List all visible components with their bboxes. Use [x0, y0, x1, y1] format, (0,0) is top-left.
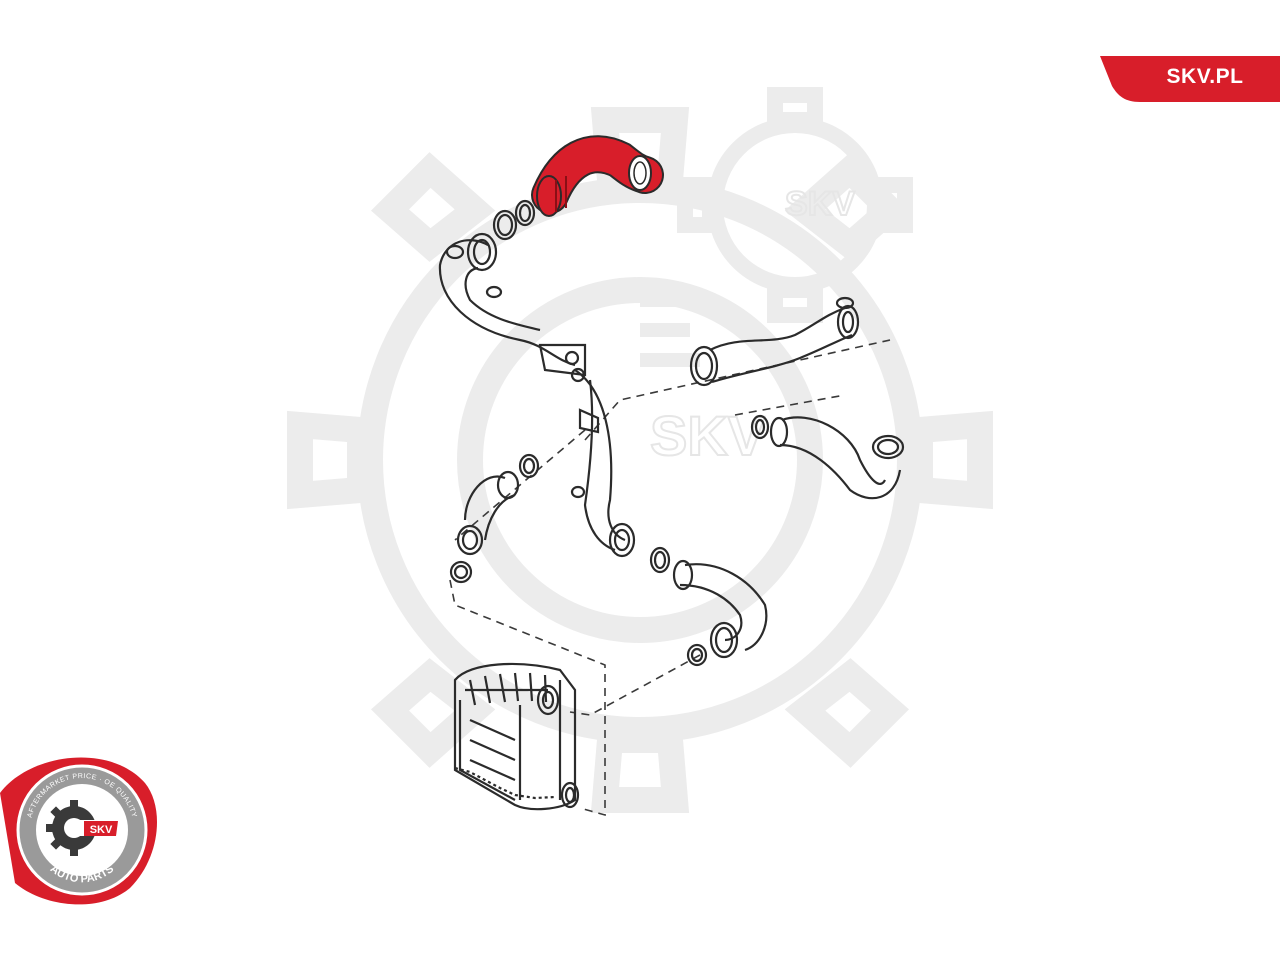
connector-hose-right-upper — [689, 296, 860, 387]
brand-tag-text: SKV.PL — [1166, 65, 1244, 88]
connector-hose-bottom — [649, 546, 768, 667]
o-ring-top — [492, 199, 536, 241]
brand-tag: SKV.PL — [1100, 56, 1280, 102]
watermark-gear-small — [677, 87, 913, 323]
intercooler — [453, 662, 580, 811]
product-diagram-canvas: SKV SKV — [0, 56, 1280, 905]
exploded-diagram: SKV SKV — [287, 87, 993, 817]
connector-hose-left-lower — [449, 453, 540, 584]
intake-pipe-upper — [438, 232, 587, 383]
assembly-guide-lines — [449, 339, 891, 817]
seal-center-text: SKV — [90, 824, 113, 836]
connector-hose-right-middle — [750, 414, 905, 500]
watermark-text-center: SKV — [650, 404, 765, 467]
watermark-e-mark — [640, 293, 700, 367]
watermark-text-top: SKV — [785, 185, 855, 223]
seal-gear-icon — [46, 800, 96, 856]
quality-seal: SKV AFTERMARKET PRICE · OE QUALITY AUTO … — [0, 757, 157, 905]
footer-band — [0, 905, 1280, 960]
highlighted-charge-air-hose — [531, 135, 664, 217]
intake-pipe-lower — [570, 369, 636, 558]
